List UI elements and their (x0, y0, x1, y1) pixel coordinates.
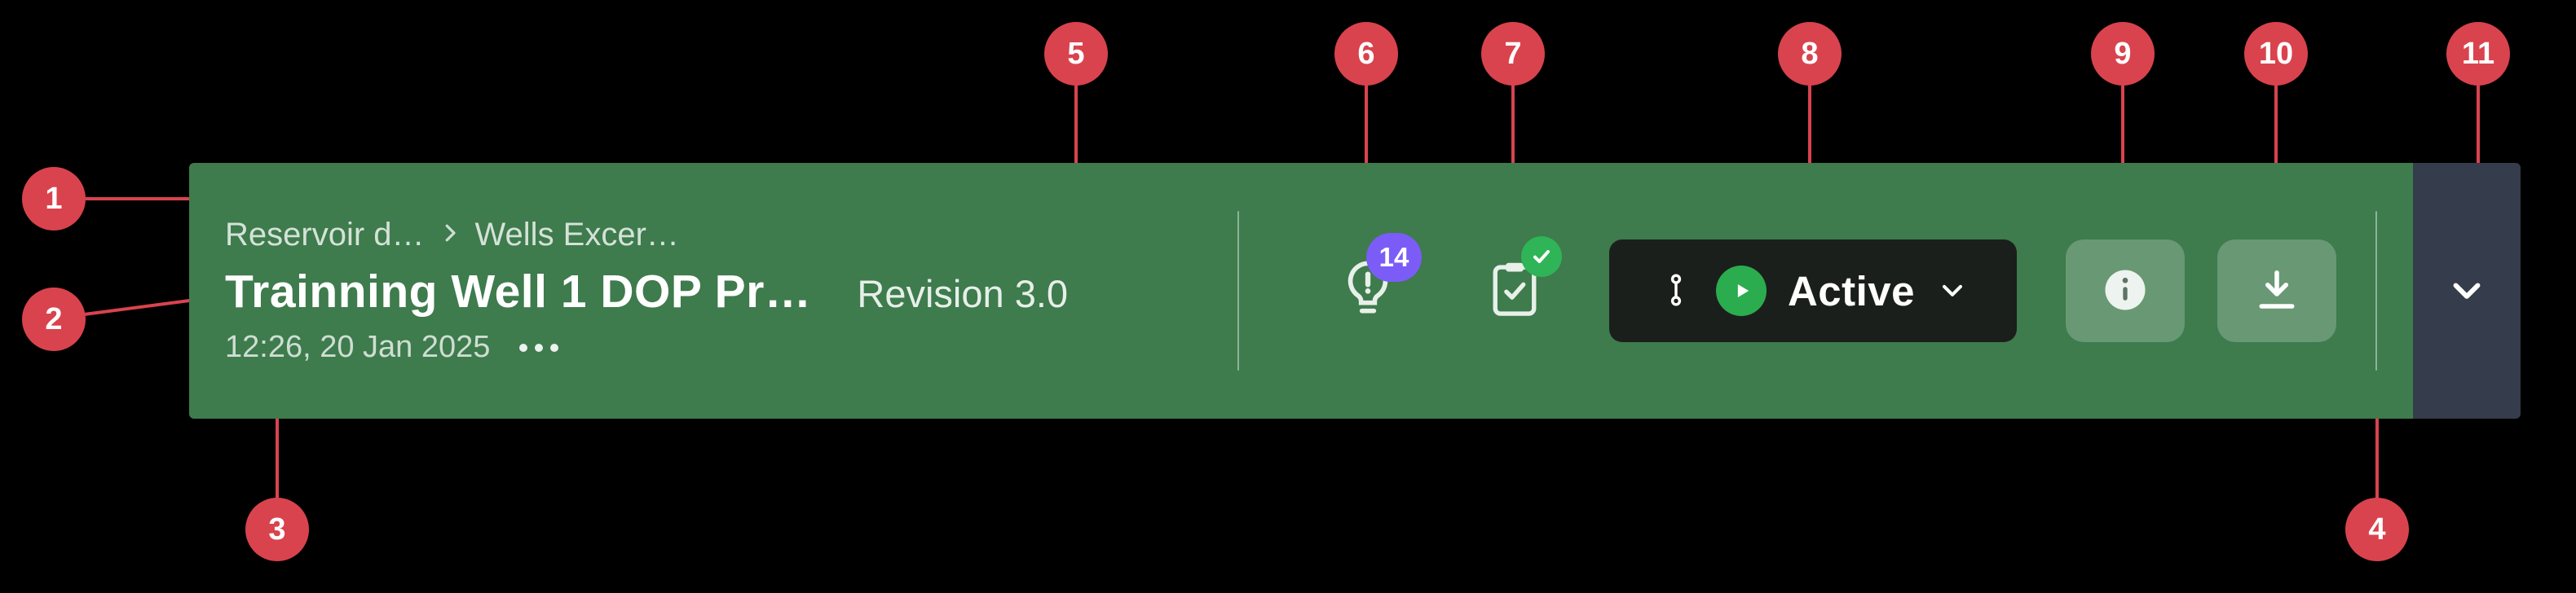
info-icon (2099, 264, 2151, 318)
divider-vertical (1237, 211, 1239, 371)
notification-count-badge: 14 (1366, 233, 1422, 282)
callout-badge-8: 8 (1778, 22, 1842, 86)
chevron-down-icon (2445, 268, 2489, 314)
download-icon (2252, 266, 2301, 317)
more-options-button[interactable] (519, 343, 559, 352)
callout-badge-4: 4 (2345, 498, 2409, 561)
chevron-right-icon (438, 217, 462, 253)
revision-label: Revision 3.0 (857, 272, 1069, 315)
callout-badge-5: 5 (1044, 22, 1108, 86)
breadcrumb-item-wells[interactable]: Wells Excer… (474, 217, 679, 253)
breadcrumb: Reservoir d… Wells Excer… (225, 217, 1213, 253)
status-label: Active (1787, 267, 1916, 314)
info-button[interactable] (2066, 239, 2185, 342)
active-status-play-icon (1715, 266, 1767, 316)
well-header-green-area: Reservoir d… Wells Excer… Trainning Well… (189, 163, 2413, 419)
callout-badge-1: 1 (22, 167, 86, 231)
check-badge (1521, 236, 1562, 277)
callout-badge-6: 6 (1334, 22, 1398, 86)
status-dropdown-button[interactable]: Active (1609, 239, 2017, 342)
timestamp: 12:26, 20 Jan 2025 (225, 330, 491, 364)
ellipsis-icon (519, 343, 528, 352)
callout-badge-11: 11 (2446, 22, 2510, 86)
callout-badge-2: 2 (22, 288, 86, 351)
callout-badge-9: 9 (2091, 22, 2155, 86)
well-info-column: Reservoir d… Wells Excer… Trainning Well… (225, 217, 1213, 365)
insights-button[interactable]: 14 (1330, 233, 1422, 342)
collapse-header-button[interactable] (2413, 163, 2521, 419)
callout-badge-10: 10 (2244, 22, 2308, 86)
clipboard-icon (1484, 258, 1546, 324)
wellbore-link-icon (1657, 271, 1695, 311)
download-button[interactable] (2217, 239, 2336, 342)
chevron-down-icon (1936, 274, 1969, 309)
well-header-bar: Reservoir d… Wells Excer… Trainning Well… (189, 163, 2521, 419)
timestamp-row: 12:26, 20 Jan 2025 (225, 330, 1213, 365)
header-actions: 14 (1330, 211, 2377, 371)
breadcrumb-item-reservoir[interactable]: Reservoir d… (225, 217, 425, 253)
divider-vertical (2375, 211, 2377, 371)
title-row: Trainning Well 1 DOP Pr… Revision 3.0 (225, 265, 1213, 318)
callout-badge-3: 3 (245, 498, 309, 561)
checklist-button[interactable] (1477, 236, 1562, 342)
callout-badge-7: 7 (1481, 22, 1545, 86)
page-title: Trainning Well 1 DOP Pr… (225, 266, 812, 318)
